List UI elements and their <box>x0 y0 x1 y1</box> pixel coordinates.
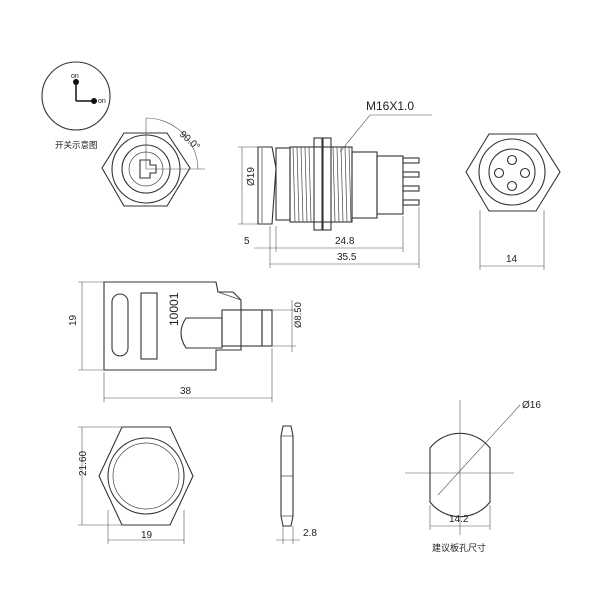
key-tip <box>261 309 273 347</box>
pin-right <box>519 167 531 179</box>
top-view-hex <box>101 132 191 207</box>
cutout-caption: 建议板孔尺寸 <box>432 542 486 553</box>
dim-24-8-label: 24.8 <box>335 236 355 247</box>
nut-side-dim-label: 2.8 <box>303 528 317 539</box>
pin-left <box>493 167 505 179</box>
nut-front-inner <box>112 442 180 510</box>
nut-side-body <box>280 425 294 527</box>
angle-label: 90.0° <box>177 129 202 153</box>
nut-dim-21-label: 21.60 <box>78 451 89 476</box>
dim-5-label: 5 <box>244 236 250 247</box>
rear-hex <box>465 133 561 212</box>
key-dim-38-label: 38 <box>180 386 192 397</box>
thread-line <box>332 146 336 223</box>
pin-bottom <box>506 180 518 192</box>
switch-diagram: on on 开关示意图 <box>41 61 111 150</box>
thread-line <box>340 146 344 223</box>
terminal-1 <box>402 157 420 164</box>
side-view: M16X1.0 Ø19 5 24.8 35.5 <box>238 99 432 268</box>
switch-dot-top <box>73 79 79 85</box>
switch-circle <box>41 61 111 131</box>
nut-front-outer <box>107 437 185 515</box>
cutout-dia-leader <box>437 404 521 496</box>
rear-outer-ring <box>478 138 546 206</box>
key-slot <box>139 159 157 179</box>
thread-line <box>308 146 312 223</box>
bezel <box>257 146 277 225</box>
panel-cutout: Ø16 14.2 建议板孔尺寸 <box>405 400 541 553</box>
key-number: 10001 <box>167 292 181 326</box>
switch-dot-right <box>91 98 97 104</box>
rear-body <box>351 151 378 219</box>
switch-on-top-label: on <box>71 73 79 80</box>
thread-line <box>300 146 304 223</box>
cutout-shape <box>429 432 491 518</box>
thread-line <box>344 146 348 223</box>
key-grip <box>180 317 223 349</box>
angle-arc <box>145 117 199 170</box>
cutout-dia-label: Ø16 <box>522 400 541 411</box>
nut-2 <box>322 137 332 231</box>
dim-35-5-label: 35.5 <box>337 252 357 263</box>
terminal-4 <box>402 199 420 206</box>
thread-line <box>304 146 308 223</box>
key-shank <box>221 309 263 347</box>
thread-line <box>336 146 340 223</box>
nut-front-hex <box>98 426 194 526</box>
nut-1 <box>313 137 323 231</box>
nut-dim-19-label: 19 <box>141 530 153 541</box>
terminal-2 <box>402 171 420 178</box>
tip-dim-label: Ø8.50 <box>293 302 304 328</box>
top-view: 90.0° <box>101 117 205 207</box>
cutout-dim-label: 14.2 <box>449 514 469 525</box>
rear-view: 14 <box>465 133 561 270</box>
thread-line <box>348 146 352 223</box>
key-head <box>103 281 242 371</box>
body-collar <box>275 147 291 221</box>
rear-inner-ring <box>488 148 536 196</box>
key-shoulder <box>217 291 242 301</box>
dia-label: Ø19 <box>246 167 257 186</box>
key-view: 10001 19 Ø8.50 38 <box>68 281 304 402</box>
nut-front: 21.60 19 <box>78 426 194 544</box>
terminal-3 <box>402 185 420 192</box>
dim-14-label: 14 <box>506 254 518 265</box>
thread-leader <box>339 114 432 153</box>
switch-caption: 开关示意图 <box>55 140 98 150</box>
thread-lines <box>292 146 352 223</box>
key-number-box <box>140 292 158 360</box>
pin-top <box>506 154 518 166</box>
nut-side: 2.8 <box>276 425 317 544</box>
switch-on-right-label: on <box>98 98 106 105</box>
key-hole <box>111 293 129 357</box>
rear-housing <box>376 155 404 215</box>
thread-line <box>292 146 296 223</box>
key-dim-19-label: 19 <box>68 314 79 326</box>
thread-line <box>296 146 300 223</box>
thread-label: M16X1.0 <box>366 99 414 113</box>
